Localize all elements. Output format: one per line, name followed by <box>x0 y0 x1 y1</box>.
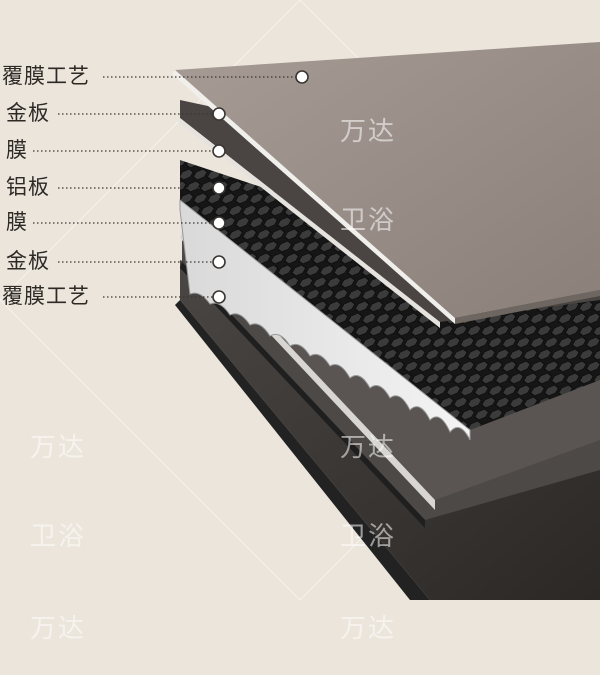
watermark-line-2: 卫浴 <box>30 522 87 553</box>
watermark-line-1: 万达 <box>30 613 87 644</box>
layer-label-upper-alloy: 金板 <box>6 101 50 125</box>
layer-label-honeycomb-aluminum: 铝板 <box>6 175 50 199</box>
watermark-line-1: 万达 <box>340 432 397 463</box>
layer-label-top-film: 覆膜工艺 <box>2 64 90 88</box>
leader-lines <box>33 76 296 298</box>
watermark-line-1: 万达 <box>30 432 87 463</box>
watermark-line-2: 卫浴 <box>340 522 397 553</box>
watermark-mid-left: 万达 卫浴 <box>30 374 86 583</box>
watermark-line-2: 卫浴 <box>340 206 397 237</box>
layer-label-lower-alloy: 金板 <box>6 249 50 273</box>
watermark-line-1: 万达 <box>340 116 397 147</box>
top-film-layer <box>172 42 600 324</box>
layered-panel-illustration <box>0 0 600 600</box>
watermark-mid-right: 万达 卫浴 <box>340 374 396 583</box>
watermark-top-right: 万达 卫浴 <box>340 58 396 267</box>
leader-dots <box>212 70 309 304</box>
watermark-bottom-left: 万达 <box>30 555 86 675</box>
layer-label-upper-bond-film: 膜 <box>6 138 28 162</box>
watermark-bottom-right: 万达 <box>340 555 396 675</box>
layer-label-bottom-film: 覆膜工艺 <box>2 284 90 308</box>
layer-label-lower-bond-film: 膜 <box>6 210 28 234</box>
honeycomb-core-layer <box>179 160 600 441</box>
watermark-line-1: 万达 <box>340 613 397 644</box>
